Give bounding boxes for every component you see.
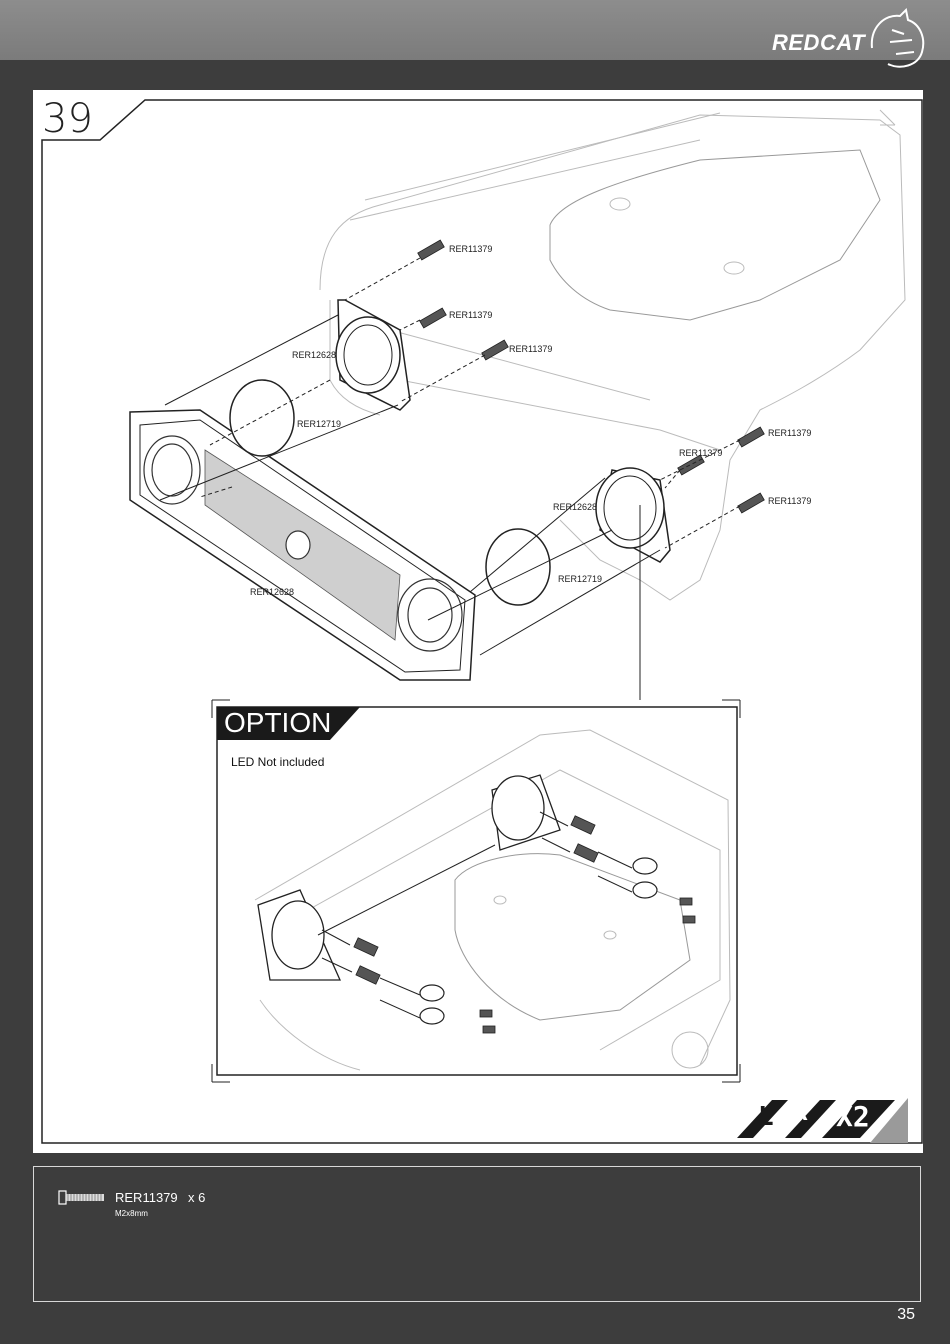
- part-code: RER11379: [115, 1190, 178, 1205]
- badge-count: X2: [836, 1100, 870, 1133]
- page-number: 35: [897, 1306, 915, 1324]
- badge-left: L: [758, 1102, 774, 1132]
- badge-right: R: [793, 1098, 807, 1126]
- screw-icon: [58, 1190, 108, 1206]
- parts-list: [33, 1166, 921, 1302]
- part-quantity: x 6: [188, 1190, 205, 1205]
- part-spec: M2x8mm: [115, 1209, 148, 1218]
